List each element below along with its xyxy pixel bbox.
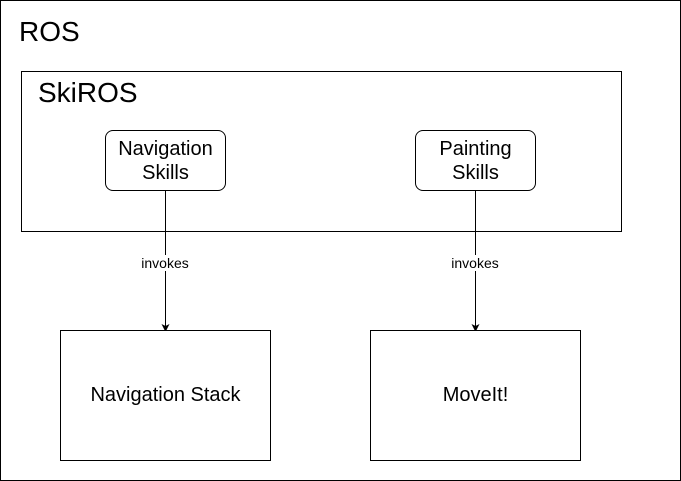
edge-label-left: invokes [140,255,190,271]
painting-skills-line1: Painting [439,137,512,160]
moveit-node: MoveIt! [370,330,581,461]
navigation-skills-line1: Navigation [118,137,213,160]
painting-skills-line2: Skills [452,161,499,184]
painting-skills-node: Painting Skills [415,130,536,191]
edge-label-right: invokes [450,255,500,271]
navigation-skills-line2: Skills [142,161,189,184]
navigation-skills-node: Navigation Skills [105,130,226,191]
navigation-stack-label: Navigation Stack [90,384,241,406]
navigation-stack-node: Navigation Stack [60,330,271,461]
ros-label: ROS [19,16,80,47]
skiros-label: SkiROS [38,77,138,108]
moveit-label: MoveIt! [442,384,509,406]
